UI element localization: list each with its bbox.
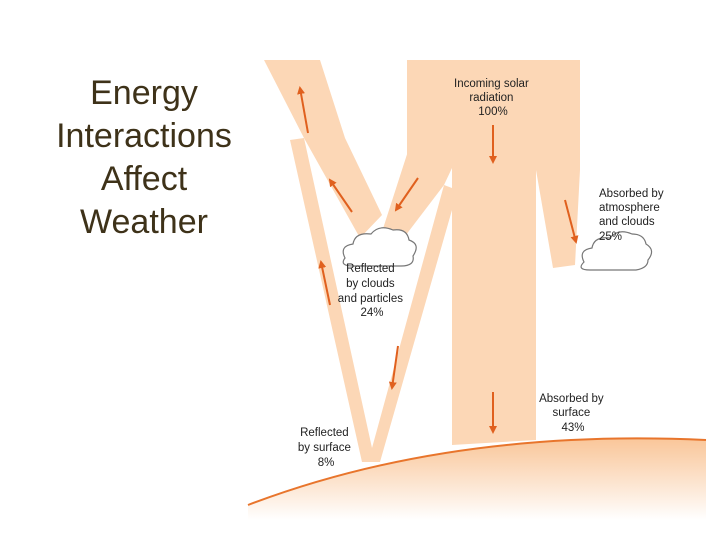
surface-reflect-label-1: Reflected xyxy=(300,427,349,439)
atmosphere-label-4: 25% xyxy=(599,231,622,243)
atmosphere-label-2: atmosphere xyxy=(599,202,660,214)
earth-surface xyxy=(248,438,706,520)
surface-reflection-beam xyxy=(290,138,452,462)
title-line-3: Affect xyxy=(100,160,188,198)
cloud-right xyxy=(580,231,653,271)
incoming-label-3: 100% xyxy=(478,106,507,118)
arrow-cloud-reflect xyxy=(328,178,353,213)
clouds-label-4: 24% xyxy=(360,307,383,319)
svg-text:Reflected by clouds an: Reflected by clouds and particles 24% xyxy=(338,263,406,319)
atmosphere-label-1: Absorbed by xyxy=(599,188,664,200)
arrow-space-top xyxy=(297,86,309,134)
surface-reflect-label-3: 8% xyxy=(318,457,335,469)
arrow-to-surface-left xyxy=(388,345,399,390)
arrow-absorbed-atmosphere xyxy=(564,199,579,244)
title-line-2: Interactions xyxy=(56,117,232,155)
earth-surface-line xyxy=(247,437,707,506)
cloud-reflection-beam xyxy=(264,60,382,238)
arrow-to-clouds xyxy=(394,177,419,212)
svg-text:Incoming solar radiation: Incoming solar radiation 100% xyxy=(454,78,532,118)
surface-absorb-label-1: Absorbed by xyxy=(539,393,604,405)
incoming-label-2: radiation xyxy=(469,92,513,104)
surface-absorb-label-3: 43% xyxy=(561,422,584,434)
cloud-reflection-return xyxy=(380,145,452,248)
surface-absorb-label-2: surface xyxy=(553,407,591,419)
incoming-radiation-beam xyxy=(407,60,580,445)
arrow-surface-reflect-up xyxy=(318,260,331,306)
svg-text:Absorbed by surface 43: Absorbed by surface 43% xyxy=(539,393,607,434)
incoming-label-1: Incoming solar xyxy=(454,78,529,90)
clouds-label-2: by clouds xyxy=(346,278,395,290)
svg-text:Absorbed by atmosphere: Absorbed by atmosphere and clouds 25% xyxy=(599,188,667,243)
title-line-4: Weather xyxy=(80,203,208,241)
clouds-label-1: Reflected xyxy=(346,263,395,275)
cloud-left xyxy=(342,227,417,267)
slide-title: Energy Interactions Affect Weather xyxy=(30,72,258,244)
atmosphere-label-3: and clouds xyxy=(599,216,655,228)
clouds-label-3: and particles xyxy=(338,293,403,305)
surface-reflect-label-2: by surface xyxy=(298,442,351,454)
svg-text:Reflected by surface 8: Reflected by surface 8% xyxy=(298,427,354,469)
title-line-1: Energy xyxy=(90,74,198,112)
